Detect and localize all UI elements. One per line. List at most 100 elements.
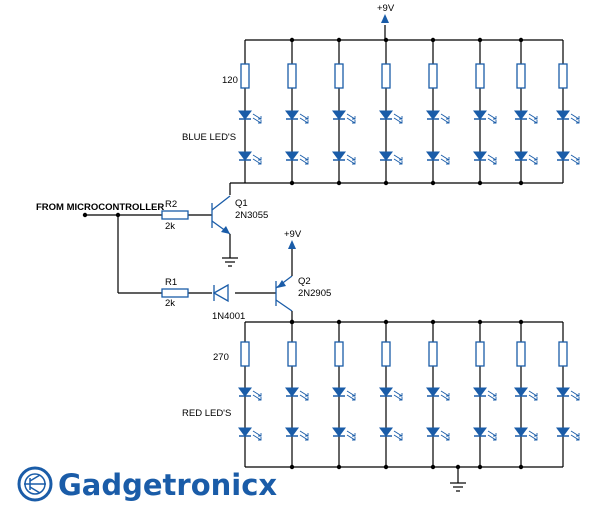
red-led (332, 427, 356, 441)
ground-q1-icon (222, 257, 238, 267)
junction-dot (383, 37, 389, 43)
red-led (379, 387, 403, 401)
r1-value: 2k (165, 298, 175, 309)
red-column (426, 322, 450, 467)
blue-led (238, 151, 262, 165)
red-led (238, 427, 262, 441)
blue-led-array-wiring (229, 25, 563, 195)
junction-dot (383, 319, 389, 325)
red-led (556, 387, 580, 401)
vcc-mid-label: +9V (284, 229, 302, 240)
red-led (332, 387, 356, 401)
blue-led (379, 151, 403, 165)
red-column (514, 322, 538, 467)
junction-dot (518, 464, 524, 470)
junction-dot (336, 37, 342, 43)
blue-resistor (516, 63, 526, 89)
blue-column (332, 40, 356, 183)
blue-led (285, 151, 309, 165)
blue-led (514, 110, 538, 124)
vcc-top-label: +9V (377, 3, 395, 14)
junction-dot (336, 319, 342, 325)
blue-resistor (475, 63, 485, 89)
blue-column (238, 40, 262, 183)
junction-dot (289, 180, 295, 186)
r2-name: R2 (165, 199, 177, 210)
red-resistor (334, 341, 344, 367)
red-resistor (381, 341, 391, 367)
blue-column (514, 40, 538, 183)
brand-name: Gadgetronicx (58, 468, 277, 502)
blue-column (285, 40, 309, 183)
input-terminal-dot (82, 212, 88, 218)
red-resistor (428, 341, 438, 367)
junction-dot (430, 464, 436, 470)
red-column (238, 322, 262, 467)
blue-led (379, 110, 403, 124)
r2-resistor (161, 210, 189, 220)
blue-led (473, 151, 497, 165)
blue-led (426, 110, 450, 124)
red-led (238, 387, 262, 401)
blue-resistor (381, 63, 391, 89)
junction-dot (477, 319, 483, 325)
blue-resistor-value: 120 (222, 75, 238, 86)
blue-led (473, 110, 497, 124)
blue-led (514, 151, 538, 165)
blue-led (426, 151, 450, 165)
blue-led (238, 110, 262, 124)
red-resistor (287, 341, 297, 367)
input-junction-dot (115, 212, 121, 218)
blue-column (556, 40, 580, 183)
q2-part: 2N2905 (298, 288, 331, 299)
blue-led (332, 110, 356, 124)
red-resistor (475, 341, 485, 367)
junction-dot (518, 319, 524, 325)
blue-led (332, 151, 356, 165)
junction-dot (383, 180, 389, 186)
ground-bottom-icon (450, 482, 466, 492)
red-led-array-wiring (245, 321, 563, 483)
junction-dot (477, 37, 483, 43)
q1-transistor (211, 195, 231, 235)
blue-resistor (428, 63, 438, 89)
q2-name: Q2 (298, 276, 311, 287)
blue-column (379, 40, 403, 183)
blue-resistor (240, 63, 250, 89)
q1-name: Q1 (235, 198, 248, 209)
diode-part: 1N4001 (212, 311, 245, 322)
blue-led (556, 110, 580, 124)
red-rail-junctions (289, 319, 524, 470)
blue-resistor (334, 63, 344, 89)
red-led (556, 427, 580, 441)
junction-dot (336, 464, 342, 470)
junction-dot (289, 37, 295, 43)
q2-transistor (275, 275, 293, 312)
circuit-logo-icon (17, 466, 53, 502)
red-resistor (558, 341, 568, 367)
red-led (426, 387, 450, 401)
junction-dot (289, 464, 295, 470)
input-wiring (85, 214, 276, 294)
blue-column (473, 40, 497, 183)
junction-dot (336, 180, 342, 186)
red-led (379, 427, 403, 441)
blue-rail-junctions (289, 37, 524, 186)
r1-name: R1 (165, 277, 177, 288)
junction-dot (455, 464, 461, 470)
blue-led-columns (238, 40, 580, 183)
red-led (473, 387, 497, 401)
blue-leds-label: BLUE LED'S (182, 132, 236, 143)
red-column (332, 322, 356, 467)
blue-resistor (558, 63, 568, 89)
junction-dot (518, 180, 524, 186)
junction-dot (430, 37, 436, 43)
red-led (426, 427, 450, 441)
red-resistor (516, 341, 526, 367)
junction-dot (477, 180, 483, 186)
diode-1n4001 (212, 283, 229, 303)
q1-part: 2N3055 (235, 210, 268, 221)
red-column (556, 322, 580, 467)
junction-dot (518, 37, 524, 43)
